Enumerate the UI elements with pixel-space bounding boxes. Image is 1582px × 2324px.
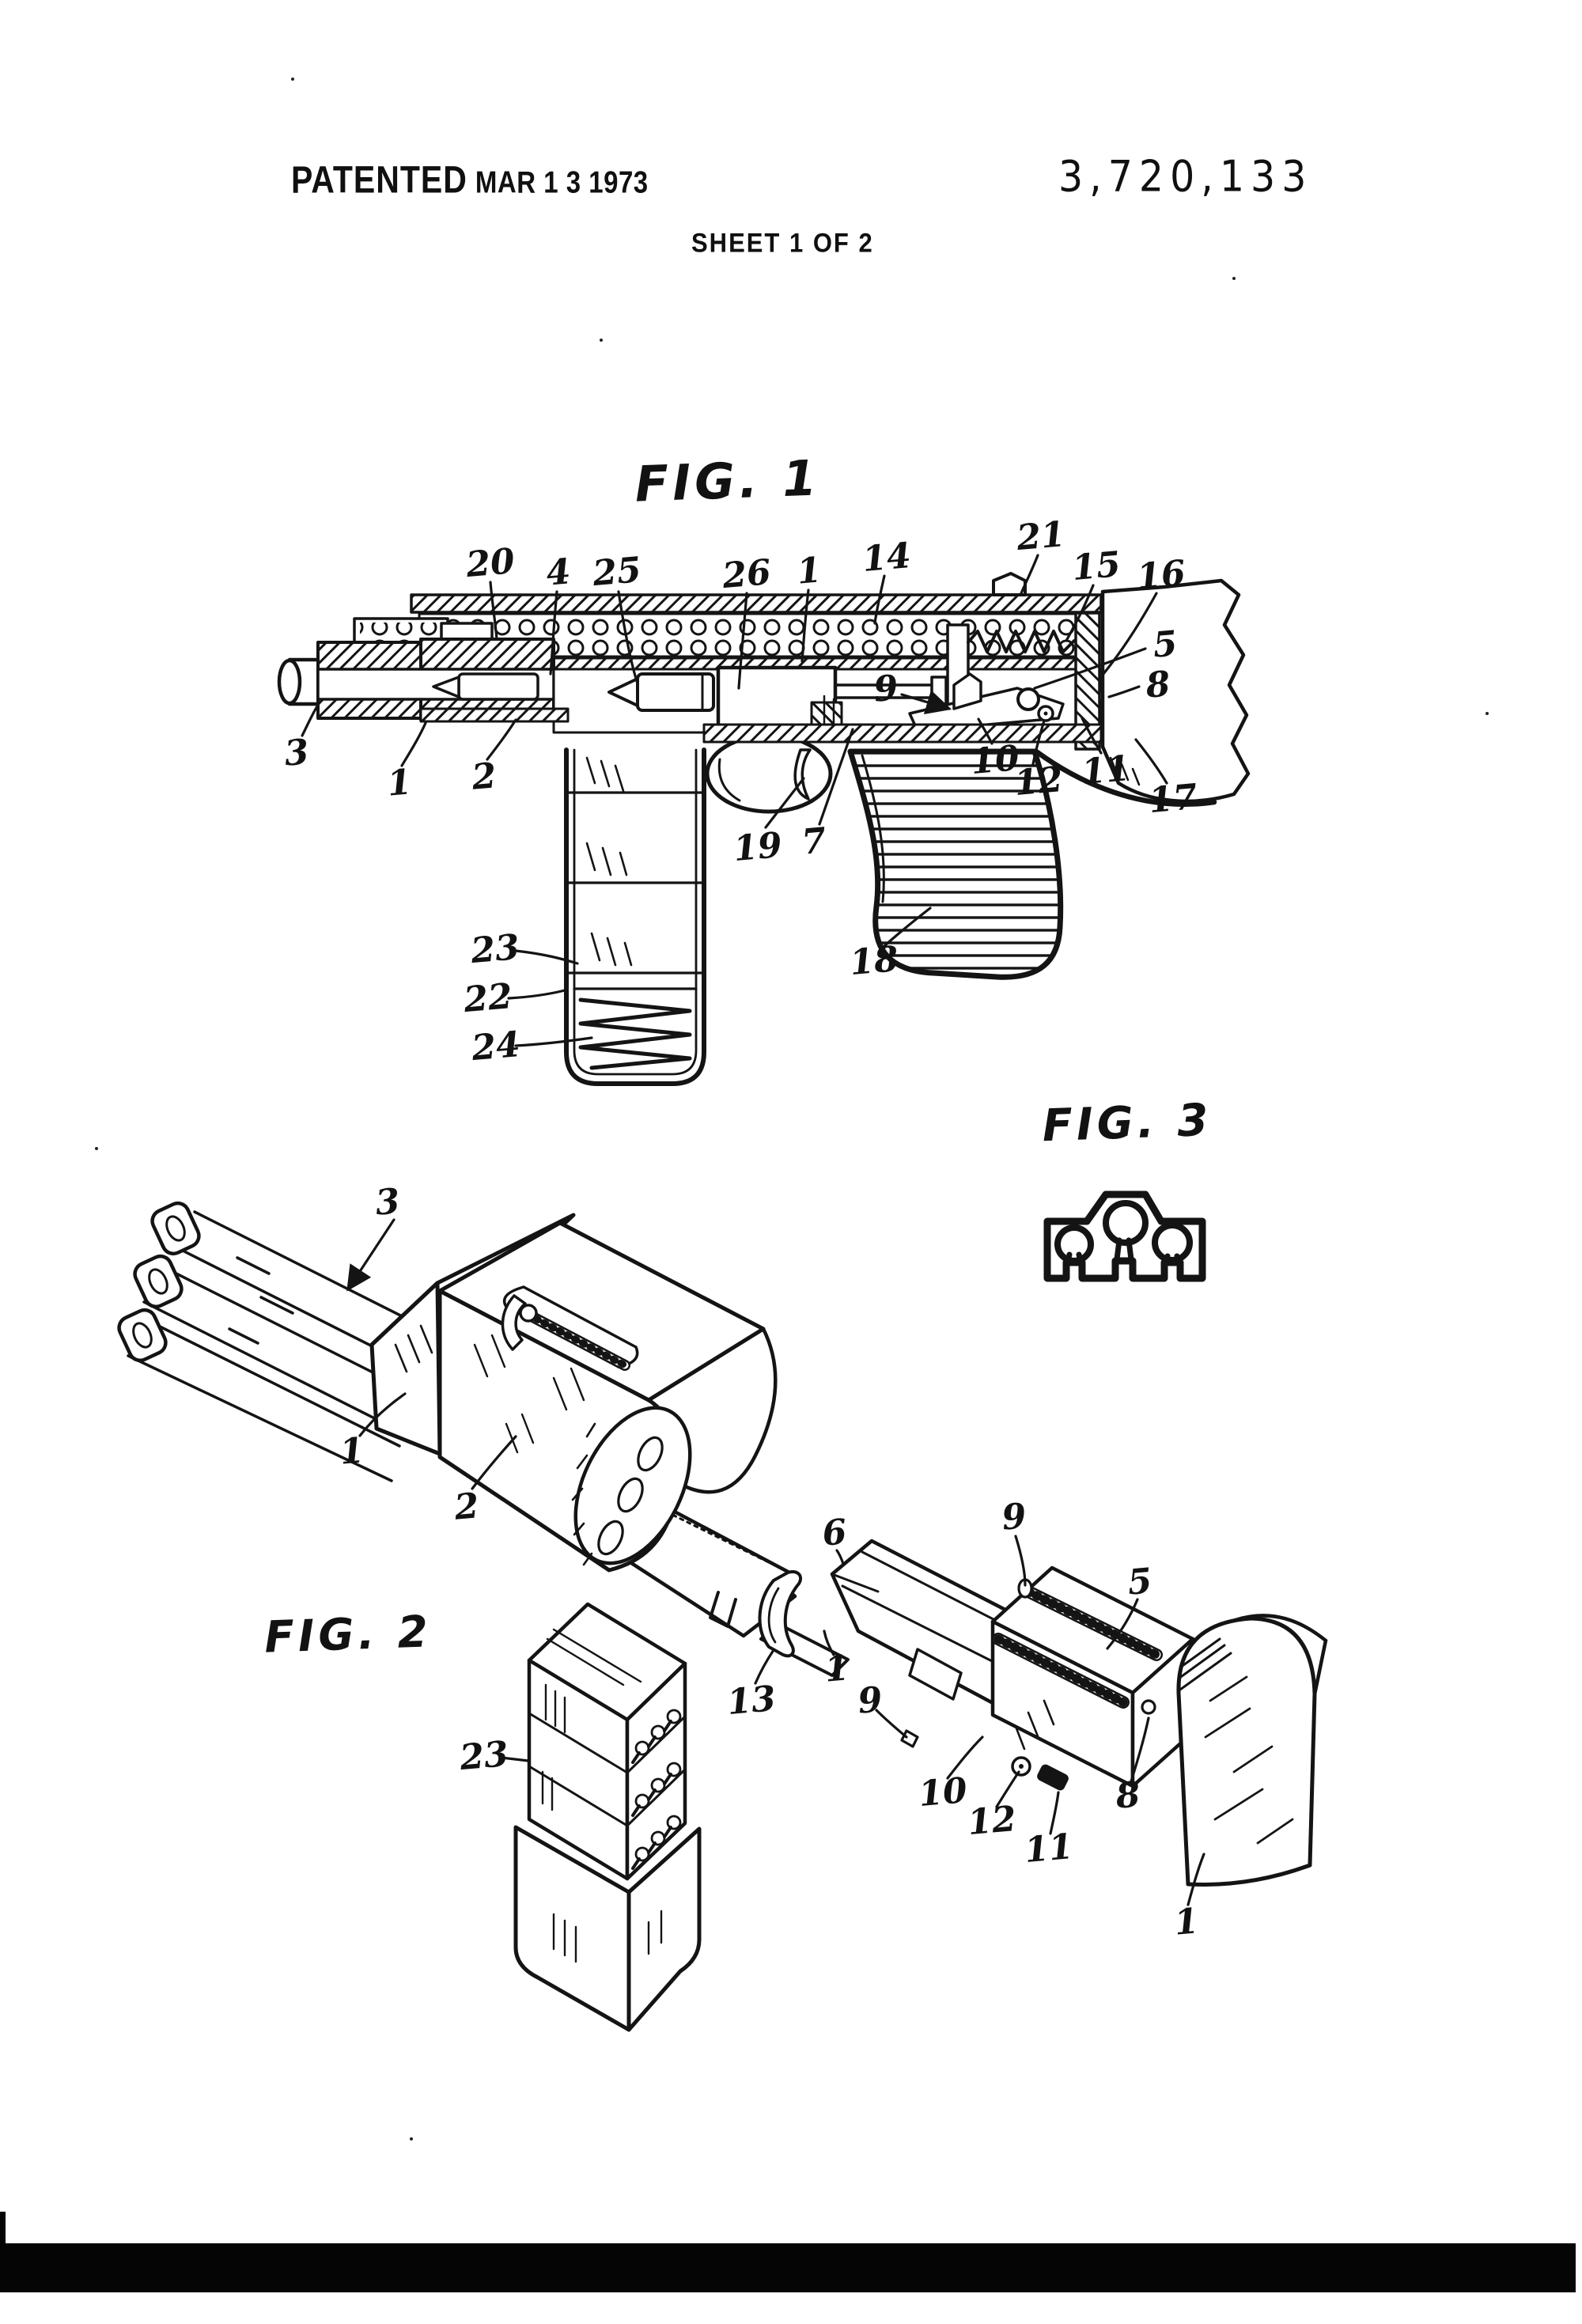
fig1-callout-3: 3 — [282, 732, 311, 774]
fig1-callout-9: 9 — [872, 668, 900, 710]
fig1-callout-12: 12 — [1012, 759, 1065, 804]
fig2-callout-23: 23 — [458, 1733, 510, 1779]
fig1-callout-4: 4 — [544, 551, 573, 594]
fig2-drawing — [117, 1201, 1328, 2032]
fig3-drawing — [1043, 1190, 1206, 1282]
fig1-callout-19: 19 — [732, 824, 784, 870]
fig2-callout-1: 1 — [1172, 1901, 1201, 1944]
fig1-callout-25: 25 — [591, 549, 643, 595]
fig1-callout-24: 24 — [470, 1024, 522, 1069]
fig1-callout-8: 8 — [1144, 664, 1172, 706]
fig2-callout-9: 9 — [1000, 1496, 1028, 1539]
fig2-label: FIG. 2 — [263, 1606, 433, 1663]
fig1-callout-16: 16 — [1135, 552, 1187, 598]
fig2-callout-9: 9 — [856, 1679, 884, 1722]
patent-date: MAR 1 3 1973 — [475, 165, 649, 199]
patent-number: 3,720,133 — [1058, 152, 1313, 202]
fig2-callout-13: 13 — [725, 1678, 778, 1724]
fig1-callout-7: 7 — [800, 820, 828, 863]
fig1-label: FIG. 1 — [634, 449, 822, 513]
scan-noise — [95, 78, 1489, 2140]
fig1-callout-18: 18 — [848, 938, 900, 984]
fig2-callout-12: 12 — [966, 1798, 1018, 1844]
fig1-callout-22: 22 — [462, 975, 514, 1021]
fig1-drawing — [277, 554, 1251, 1086]
fig1-callout-15: 15 — [1070, 543, 1122, 589]
fig1-callout-2: 2 — [470, 755, 498, 798]
scan-edge-notch — [0, 2212, 6, 2246]
fig1-callout-5: 5 — [1151, 623, 1179, 666]
fig2-callout-10: 10 — [917, 1769, 969, 1815]
fig1-callout-23: 23 — [469, 926, 521, 972]
fig2-callout-1: 1 — [338, 1430, 366, 1473]
fig1-callout-1: 1 — [385, 762, 414, 804]
fig1-callout-20: 20 — [464, 540, 517, 586]
patented-label: PATENTED — [291, 158, 467, 202]
patented-stamp: PATENTED MAR 1 3 1973 — [291, 158, 649, 202]
fig1-callout-26: 26 — [721, 551, 773, 597]
footer-scan-bar — [0, 2243, 1576, 2292]
fig2-callout-2: 2 — [452, 1486, 481, 1528]
fig1-callout-21: 21 — [1015, 513, 1067, 559]
fig1-callout-1: 1 — [795, 550, 823, 592]
fig2-callout-6: 6 — [820, 1512, 849, 1554]
fig1-callout-11: 11 — [1080, 748, 1132, 793]
fig1-callout-17: 17 — [1147, 776, 1199, 822]
fig2-callout-1: 1 — [823, 1648, 851, 1690]
fig2-callout-8: 8 — [1114, 1774, 1142, 1817]
fig2-callout-5: 5 — [1126, 1561, 1154, 1603]
fig2-callout-3: 3 — [373, 1181, 402, 1224]
fig3-label: FIG. 3 — [1041, 1094, 1213, 1153]
fig1-callout-14: 14 — [861, 535, 913, 581]
fig2-callout-11: 11 — [1023, 1826, 1075, 1872]
sheet-label: SHEET 1 OF 2 — [691, 227, 874, 259]
